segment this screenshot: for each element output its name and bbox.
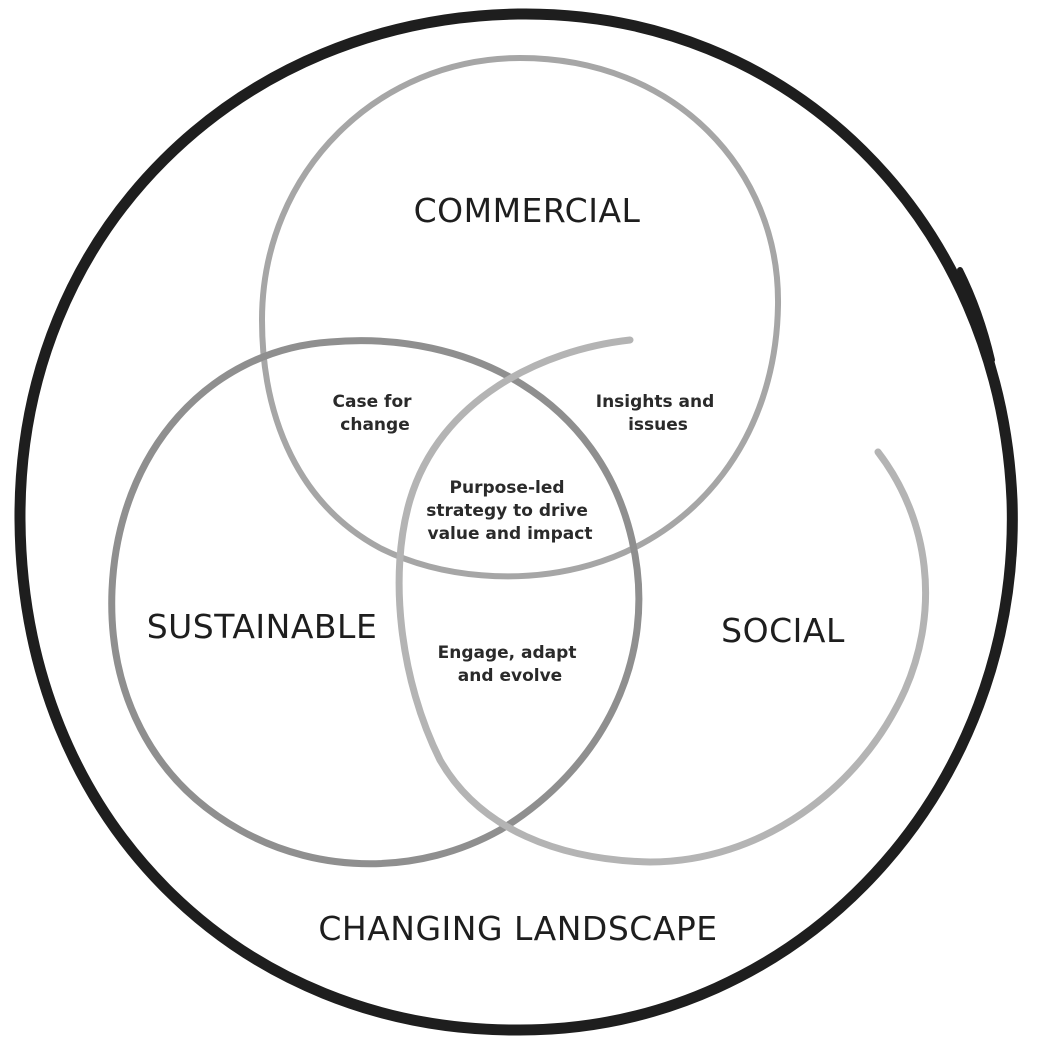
sustainable-label: SUSTAINABLE [147,607,378,646]
overlap-commercial-sustainable-line-2: change [340,415,409,435]
social-circle [395,336,930,866]
center-overlap-label: Purpose-led strategy to drive value and … [426,478,594,544]
commercial-label: COMMERCIAL [414,191,641,230]
overlap-sustainable-social-label: Engage, adapt and evolve [438,643,583,686]
sustainable-circle [108,337,643,868]
overlap-commercial-sustainable-label: Case for change [333,392,418,435]
center-overlap-line-3: value and impact [428,524,593,544]
social-label: SOCIAL [721,611,845,650]
changing-landscape-label: CHANGING LANDSCAPE [318,909,717,948]
overlap-commercial-social-line-1: Insights and [596,392,715,412]
overlap-sustainable-social-line-2: and evolve [458,666,562,686]
overlap-commercial-sustainable-line-1: Case for [333,392,413,412]
overlap-commercial-social-label: Insights and issues [596,392,720,435]
overlap-sustainable-social-line-1: Engage, adapt [438,643,577,663]
center-overlap-line-2: strategy to drive [426,501,588,521]
overlap-commercial-social-line-2: issues [628,415,688,435]
commercial-circle [258,54,782,580]
outer-ring [14,8,1018,1036]
center-overlap-line-1: Purpose-led [450,478,565,498]
